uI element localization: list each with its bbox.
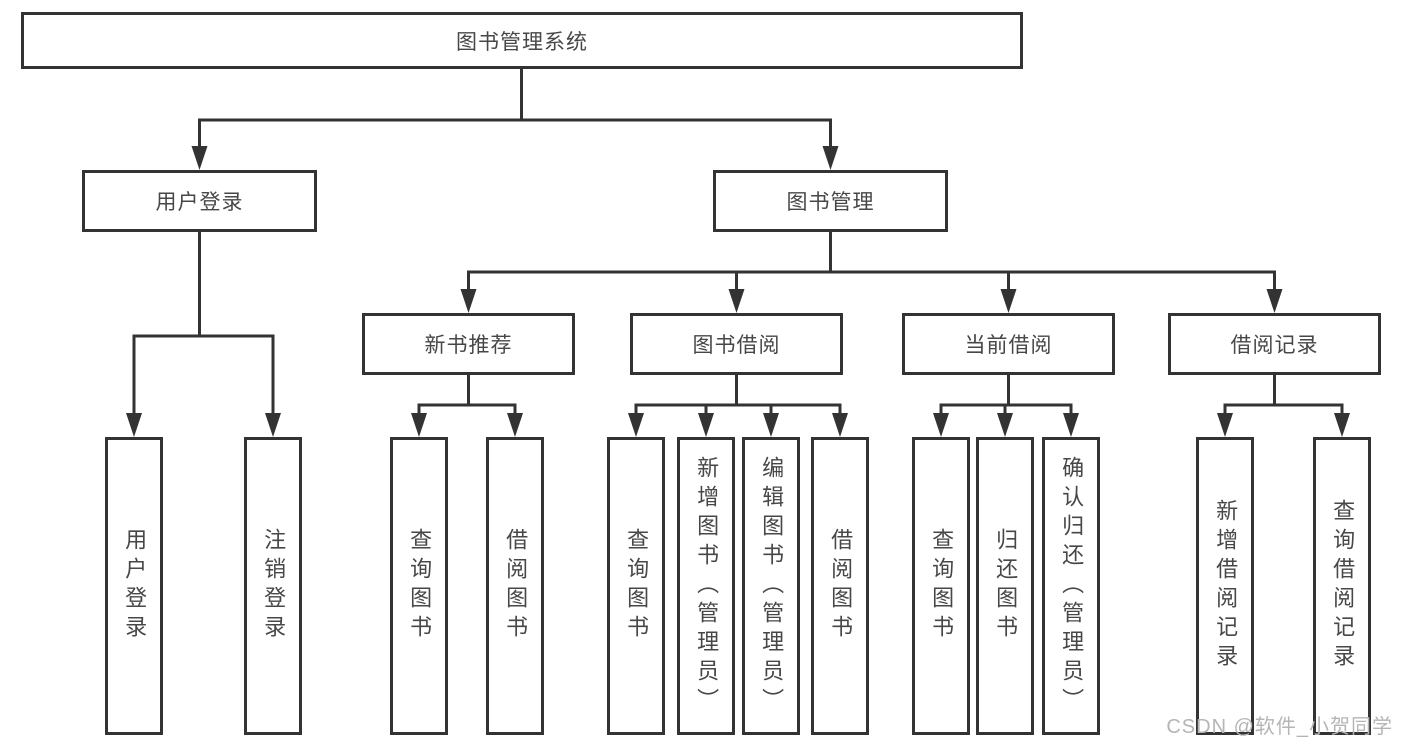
leaf-confirm-return-admin-label: 确认归还（管理员） <box>1059 455 1085 717</box>
leaf-query-books-1-label: 查询图书 <box>407 528 433 644</box>
connector-book-borrow-to-leaves <box>628 375 848 437</box>
leaf-query-books-2-label: 查询图书 <box>624 528 650 644</box>
leaf-logout: 注销登录 <box>244 437 302 735</box>
leaf-edit-book-admin-label: 编辑图书（管理员） <box>759 455 785 717</box>
node-book-borrowing-label: 图书借阅 <box>692 334 781 357</box>
node-book-borrowing: 图书借阅 <box>630 313 843 375</box>
leaf-add-book-admin-label: 新增图书（管理员） <box>694 455 720 717</box>
leaf-query-books-3: 查询图书 <box>912 437 970 735</box>
node-root-system-label: 图书管理系统 <box>456 30 588 54</box>
leaf-query-books-3-label: 查询图书 <box>929 528 955 644</box>
leaf-query-borrow-record: 查询借阅记录 <box>1313 437 1371 735</box>
connector-user-login-to-leaves <box>126 232 281 437</box>
leaf-user-login: 用户登录 <box>105 437 163 735</box>
leaf-edit-book-admin: 编辑图书（管理员） <box>742 437 800 735</box>
connector-current-borrow-to-leaves <box>933 375 1079 437</box>
leaf-add-borrow-record-label: 新增借阅记录 <box>1213 499 1239 673</box>
connector-new-book-to-leaves <box>411 375 523 437</box>
leaf-borrow-books-1: 借阅图书 <box>486 437 544 735</box>
node-user-login-label: 用户登录 <box>155 191 244 214</box>
leaf-borrow-books-2: 借阅图书 <box>811 437 869 735</box>
node-book-management: 图书管理 <box>713 170 948 232</box>
connector-root-to-level2 <box>191 69 839 170</box>
node-new-book-recommend: 新书推荐 <box>362 313 575 375</box>
connector-borrow-records-to-leaves <box>1217 375 1350 437</box>
node-book-management-label: 图书管理 <box>786 191 875 214</box>
leaf-return-book: 归还图书 <box>976 437 1034 735</box>
node-borrow-records: 借阅记录 <box>1168 313 1381 375</box>
leaf-confirm-return-admin: 确认归还（管理员） <box>1042 437 1100 735</box>
node-user-login: 用户登录 <box>82 170 317 232</box>
leaf-borrow-books-1-label: 借阅图书 <box>503 528 529 644</box>
leaf-query-books-1: 查询图书 <box>390 437 448 735</box>
csdn-watermark: CSDN @软件_小贺同学 <box>1166 716 1393 738</box>
leaf-user-login-label: 用户登录 <box>122 528 148 644</box>
leaf-query-borrow-record-label: 查询借阅记录 <box>1330 499 1356 673</box>
node-borrow-records-label: 借阅记录 <box>1230 334 1319 357</box>
leaf-return-book-label: 归还图书 <box>993 528 1019 644</box>
node-new-book-recommend-label: 新书推荐 <box>424 334 513 357</box>
node-root-system: 图书管理系统 <box>21 12 1023 69</box>
leaf-add-borrow-record: 新增借阅记录 <box>1196 437 1254 735</box>
leaf-logout-label: 注销登录 <box>261 528 287 644</box>
node-current-borrowing-label: 当前借阅 <box>964 334 1053 357</box>
leaf-query-books-2: 查询图书 <box>607 437 665 735</box>
connector-book-mgmt-to-level3 <box>460 232 1283 313</box>
leaf-add-book-admin: 新增图书（管理员） <box>677 437 735 735</box>
node-current-borrowing: 当前借阅 <box>902 313 1115 375</box>
leaf-borrow-books-2-label: 借阅图书 <box>828 528 854 644</box>
